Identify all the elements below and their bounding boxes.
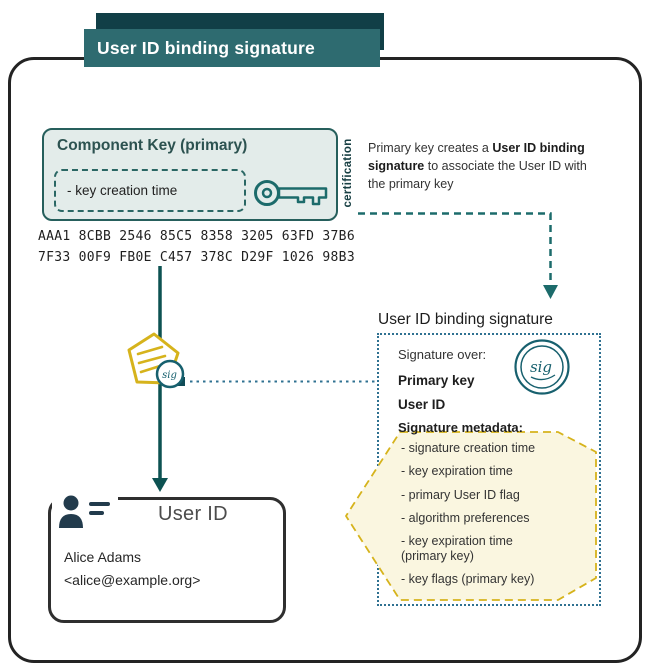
signature-metadata-label: Signature metadata: xyxy=(398,420,523,435)
metadata-item: - algorithm preferences xyxy=(401,510,530,525)
component-key-title: Component Key (primary) xyxy=(57,137,248,154)
user-id-name: Alice Adams xyxy=(64,549,142,565)
annotation-bold: User ID binding signature xyxy=(368,141,585,174)
key-fingerprint: AAA1 8CBB 2546 85C5 8358 3205 63FD 37B6 … xyxy=(38,227,355,269)
fingerprint-line-1: AAA1 8CBB 2546 85C5 8358 3205 63FD 37B6 xyxy=(38,229,355,244)
signature-over-label: Signature over: xyxy=(398,347,487,362)
person-id-icon xyxy=(59,495,110,528)
signature-target-user-id: User ID xyxy=(398,397,446,412)
metadata-item: - key expiration time (primary key) xyxy=(401,534,513,563)
user-id-email: <alice@example.org> xyxy=(64,572,201,588)
signature-stamp-icon: sig xyxy=(127,332,185,389)
key-icon xyxy=(254,180,328,206)
certification-label: certification xyxy=(342,138,354,208)
metadata-item: - signature creation time xyxy=(401,441,536,455)
user-id-card xyxy=(48,497,286,623)
annotation-text: Primary key creates a User ID binding si… xyxy=(368,139,602,193)
user-id-card-title: User ID xyxy=(158,503,228,525)
signature-metadata-list: - signature creation time - key expirati… xyxy=(401,441,593,587)
key-creation-time-field: - key creation time xyxy=(54,169,246,212)
stamp-sig-label: sig xyxy=(162,370,177,381)
metadata-badge-shape xyxy=(345,431,597,601)
annotation-pre: Primary key creates a xyxy=(368,141,493,155)
fingerprint-line-2: 7F33 00F9 FB0E C457 378C D29F 1026 98B3 xyxy=(38,249,355,265)
component-key-box xyxy=(42,128,338,221)
sig-seal-icon: sig xyxy=(514,339,570,395)
annotation-post: to associate the User ID with the primar… xyxy=(368,159,587,192)
signature-panel-title: User ID binding signature xyxy=(378,311,553,328)
page-title: User ID binding signature xyxy=(84,29,380,67)
signature-target-primary-key: Primary key xyxy=(398,373,475,388)
sig-seal-label: sig xyxy=(530,358,552,376)
metadata-item: - primary User ID flag xyxy=(401,487,520,502)
metadata-item: - key expiration time xyxy=(401,464,513,479)
metadata-item: - key flags (primary key) xyxy=(401,572,535,586)
